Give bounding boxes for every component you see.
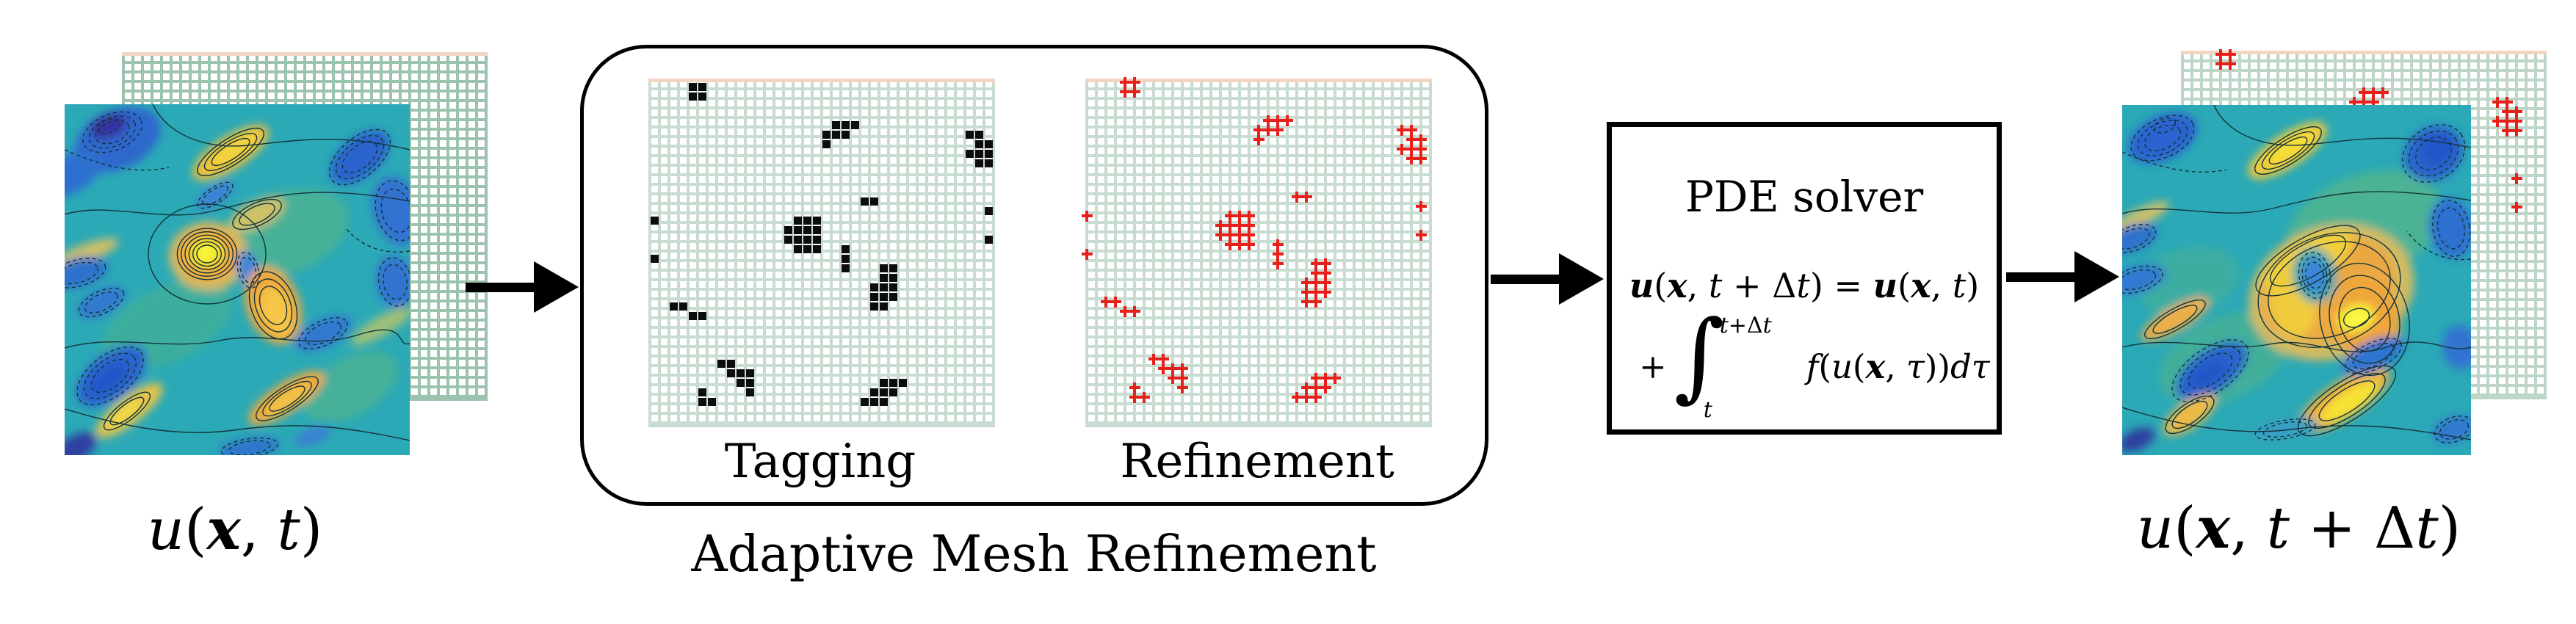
arrow-shaft xyxy=(1491,274,1559,284)
arrow-head-icon xyxy=(534,261,579,313)
pde-equation-line2: + ∫ t+Δt t f(u(x, τ))dτ xyxy=(1639,301,1990,423)
plus-operator: + xyxy=(1639,347,1667,386)
integral-lower-limit: t xyxy=(1703,397,1712,423)
input-contour-plot xyxy=(65,104,410,455)
refinement-label: Refinement xyxy=(1120,435,1394,489)
pde-equation-line1: u(x, t + Δt) = u(x, t) xyxy=(1629,266,1980,305)
refined-nodes xyxy=(1081,76,1429,424)
flow-arrow-1 xyxy=(466,261,579,313)
flow-arrow-2 xyxy=(1491,253,1604,305)
arrow-head-icon xyxy=(2074,251,2119,302)
amr-box xyxy=(580,45,1488,506)
tagging-label: Tagging xyxy=(724,435,916,489)
integral-symbol: ∫ xyxy=(1674,300,1725,413)
integral-upper-limit: t+Δt xyxy=(1719,313,1772,338)
tagged-cells xyxy=(648,81,993,424)
integral: ∫ t+Δt t xyxy=(1674,301,1806,423)
arrow-shaft xyxy=(466,282,534,292)
refinement-grid xyxy=(1081,76,1432,427)
tagging-grid xyxy=(648,79,995,427)
pde-solver-title: PDE solver xyxy=(1685,172,1924,222)
pde-solver-box xyxy=(1607,122,2002,435)
output-contour-plot xyxy=(2122,105,2471,455)
flow-arrow-3 xyxy=(2006,251,2119,302)
arrow-head-icon xyxy=(1559,253,1604,305)
input-state-label: u(x, t) xyxy=(147,496,323,563)
output-state-label: u(x, t + Δt) xyxy=(2136,495,2461,562)
integrand: f(u(x, τ))dτ xyxy=(1806,347,1990,386)
arrow-shaft xyxy=(2006,272,2074,282)
amr-box-title: Adaptive Mesh Refinement xyxy=(691,526,1377,584)
